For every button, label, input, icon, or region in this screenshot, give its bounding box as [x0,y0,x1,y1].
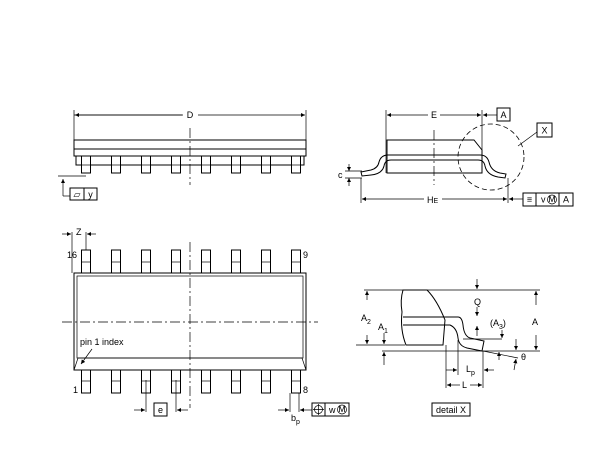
pin-1-label: 1 [73,385,78,395]
side-pin [231,155,241,174]
mmc-label-2: M [338,404,346,414]
dim-e-label: E [431,110,437,120]
side-view: D ▱ y [58,110,307,201]
gull-wing-lead [360,154,507,179]
dim-theta-label: θ [521,352,526,362]
detail-lead [403,316,485,352]
tol-value-v: v [541,195,546,205]
dim-q-label: Q [474,297,481,307]
bottom-pin [111,369,121,394]
dim-c-label: c [338,170,343,180]
top-pin [291,249,301,274]
mmc-circle-icon [547,194,557,205]
detail-x-ref-label: X [541,126,547,136]
pin-9-label: 9 [303,250,308,260]
top-pin [141,249,151,274]
side-pin [141,155,151,174]
dim-d-label: D [187,110,194,120]
dim-a-label: A [532,317,538,327]
bottom-pin [201,369,211,394]
dim-bp-label: bp [291,413,300,426]
detail-x-view: A2 A1 Q (A3) A θ Lp L detail X [356,279,540,417]
datum-a-box [496,107,511,122]
symmetry-icon: ≡ [527,195,532,205]
dim-a3-label: (A3) [490,318,506,331]
side-pins [81,155,301,174]
detail-x-caption: detail X [436,405,466,415]
top-view: Z pin 1 index 16 9 1 8 e bp w M [62,227,350,426]
side-pin [171,155,181,174]
side-pin [261,155,271,174]
end-view: E A X c HE ≡ v M A [338,107,574,207]
flatness-symbol: ▱ [74,190,81,200]
mmc-circle-icon-2 [337,404,347,415]
top-pin [81,249,91,274]
detail-x-caption-box [431,402,471,417]
dim-lp-label: Lp [466,364,475,377]
dim-a1-label: A1 [378,322,388,335]
pin1-index-label: pin 1 index [80,337,124,347]
top-pin [201,249,211,274]
bottom-pin [81,369,91,394]
dim-l-label: L [462,380,467,390]
detail-x-ref-box [536,122,553,138]
side-pin [291,155,301,174]
top-pin [261,249,271,274]
mmc-label: M [548,194,556,204]
dim-z-label: Z [76,227,82,237]
dim-a2-label: A2 [361,313,371,326]
pin-16-label: 16 [67,250,77,260]
top-pin [111,249,121,274]
flatness-ref-label: y [88,190,93,200]
detail-x-circle [457,123,525,191]
tol-value-w: w [328,405,336,415]
package-end-body [386,139,483,174]
side-pin [201,155,211,174]
datum-a-label: A [500,110,506,120]
bottom-pin [291,369,301,394]
detail-body-section [400,289,446,346]
bottom-pin [261,369,271,394]
top-pin [231,249,241,274]
top-pins [81,249,301,394]
dim-he-label: HE [427,195,439,205]
top-pin [171,249,181,274]
side-pin [111,155,121,174]
bottom-pin [231,369,241,394]
tol-datum-a: A [563,195,569,205]
dim-e-pitch-label: e [158,405,163,415]
dim-e-box [153,402,168,417]
pin-8-label: 8 [303,385,308,395]
side-pin [81,155,91,174]
